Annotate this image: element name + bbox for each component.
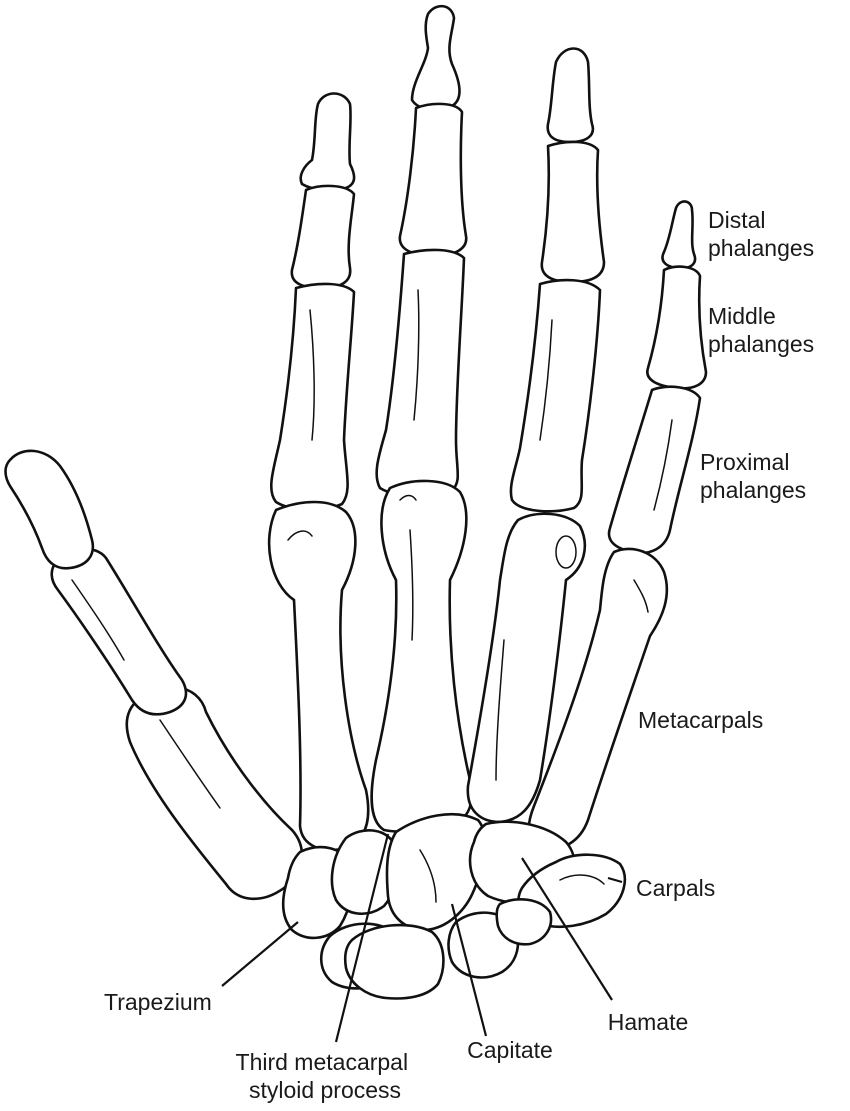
ring-detail: [495, 639, 505, 781]
index-proximal-phalanx: [269, 282, 356, 512]
thumb-metacarpal: [125, 685, 304, 901]
index-middle-phalanx: [290, 184, 356, 290]
carpal-detail: [419, 849, 437, 903]
label-line: Proximal: [700, 449, 789, 475]
label-carpals: Carpals: [636, 875, 715, 901]
leader-third-metacarpal-styloid: [334, 833, 390, 1043]
little-distal-phalanx: [661, 200, 697, 270]
ring-middle-phalanx: [540, 140, 606, 284]
label-line: Middle: [708, 303, 776, 329]
label-capitate: Capitate: [467, 1037, 553, 1063]
thumb-bones: [4, 449, 304, 901]
label-line: phalanges: [708, 235, 814, 261]
leader-lines: [221, 833, 623, 1043]
label-third-metacarpal-styloid-process: Third metacarpal styloid process: [236, 1049, 415, 1103]
hook-of-hamate: [495, 898, 553, 946]
ring-sesamoid-detail: [555, 535, 577, 569]
labels: Distal phalanges Middle phalanges Proxim…: [104, 207, 814, 1103]
little-proximal-phalanx: [607, 385, 702, 555]
ring-detail: [539, 319, 553, 441]
index-metacarpal: [267, 500, 370, 852]
middle-distal-phalanx: [410, 4, 461, 111]
label-distal-phalanges: Distal phalanges: [708, 207, 814, 261]
thumb-detail: [159, 719, 221, 809]
leader-hamate: [521, 857, 613, 1001]
middle-finger-bones: [370, 4, 473, 833]
thumb-proximal-phalanx: [50, 547, 188, 716]
ring-distal-phalanx: [546, 47, 595, 144]
carpal-detail: [559, 874, 605, 885]
label-line: phalanges: [700, 477, 806, 503]
ring-proximal-phalanx: [509, 278, 602, 513]
leader-capitate: [450, 903, 488, 1037]
little-finger-bones: [527, 200, 708, 851]
middle-detail: [413, 289, 420, 421]
index-distal-phalanx: [299, 92, 356, 192]
little-detail: [633, 579, 649, 613]
label-proximal-phalanges: Proximal phalanges: [700, 449, 806, 503]
thumb-detail: [71, 579, 125, 661]
little-metacarpal: [527, 547, 669, 851]
ring-finger-bones: [466, 47, 606, 824]
label-line: phalanges: [708, 331, 814, 357]
index-detail: [287, 530, 313, 541]
label-hamate: Hamate: [608, 1009, 689, 1035]
label-line: Third metacarpal: [236, 1049, 409, 1075]
middle-detail: [409, 529, 414, 641]
label-line: styloid process: [249, 1077, 401, 1103]
carpal-bones: [281, 812, 627, 1000]
middle-metacarpal: [370, 479, 473, 833]
middle-middle-phalanx: [398, 102, 468, 258]
label-middle-phalanges: Middle phalanges: [708, 303, 814, 357]
leader-trapezium: [221, 921, 299, 987]
trapezoid-bone: [330, 829, 400, 915]
index-detail: [309, 309, 315, 441]
label-trapezium: Trapezium: [104, 989, 212, 1015]
thumb-distal-phalanx: [4, 449, 95, 570]
lunate-bone: [343, 923, 445, 1000]
label-line: Distal: [708, 207, 766, 233]
leader-carpals: [607, 876, 623, 884]
label-metacarpals: Metacarpals: [638, 707, 763, 733]
capitate-bone: [385, 812, 487, 932]
middle-proximal-phalanx: [375, 248, 466, 498]
little-detail: [653, 419, 673, 511]
index-finger-bones: [267, 92, 370, 852]
little-middle-phalanx: [646, 265, 708, 390]
middle-detail: [399, 494, 417, 501]
